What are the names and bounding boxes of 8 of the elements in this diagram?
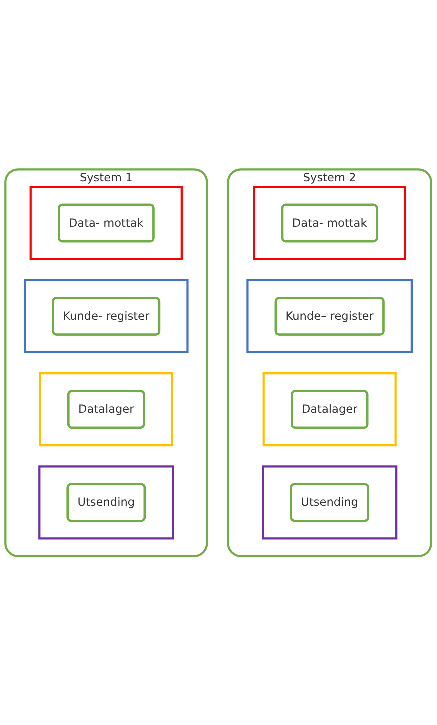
cluster [262,465,398,540]
cluster [30,186,183,260]
cluster [38,465,174,540]
cluster [262,372,397,446]
cluster [246,278,413,353]
cluster [24,278,189,353]
cluster [253,186,406,260]
cluster [39,372,174,446]
